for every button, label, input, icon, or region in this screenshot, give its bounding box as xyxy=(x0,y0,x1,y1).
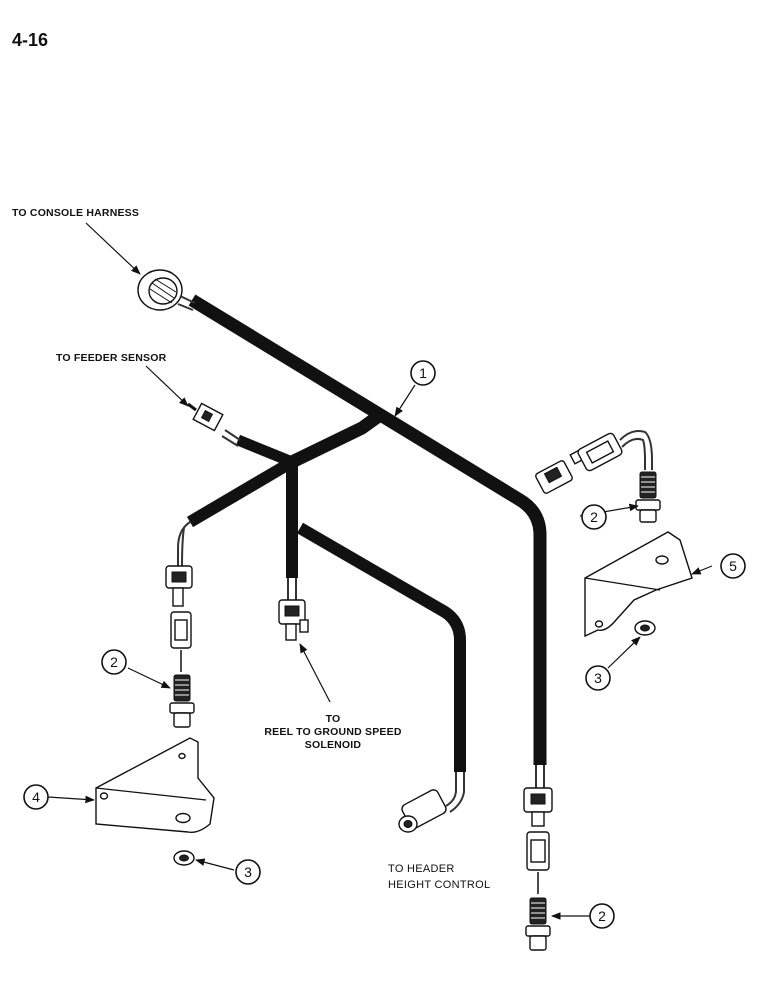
header-height-connector xyxy=(398,772,465,833)
svg-text:3: 3 xyxy=(594,670,602,686)
callout-sensor-right: 2 xyxy=(581,504,607,530)
callout-harness: 1 xyxy=(410,360,436,386)
washer-left xyxy=(173,850,195,866)
label-reel-line3: SOLENOID xyxy=(305,739,362,751)
label-reel-line1: TO xyxy=(326,713,341,725)
label-feeder-sensor: TO FEEDER SENSOR xyxy=(56,352,167,364)
label-console-harness: TO CONSOLE HARNESS xyxy=(12,207,139,219)
bracket-right xyxy=(584,531,693,638)
label-reel-line2: REEL TO GROUND SPEED xyxy=(264,726,401,738)
callout-bracket-right: 5 xyxy=(720,553,746,579)
svg-text:3: 3 xyxy=(244,864,252,880)
feeder-sensor-connector xyxy=(187,402,241,447)
bracket-left xyxy=(95,737,215,834)
svg-text:2: 2 xyxy=(598,908,606,924)
callout-sensor-bottom: 2 xyxy=(589,903,615,929)
bottom-sensor-assembly xyxy=(523,765,553,951)
callout-washer-left: 3 xyxy=(235,859,261,885)
main-harness xyxy=(186,294,547,772)
page-number: 4-16 xyxy=(12,30,48,50)
svg-text:2: 2 xyxy=(110,654,118,670)
left-sensor-assembly xyxy=(165,521,195,728)
svg-text:4: 4 xyxy=(32,789,40,805)
washer-right xyxy=(634,620,656,636)
console-connector xyxy=(137,269,196,311)
right-sensor-assembly xyxy=(535,430,661,523)
svg-text:5: 5 xyxy=(729,558,737,574)
svg-text:1: 1 xyxy=(419,365,427,381)
label-header-line1: TO HEADER xyxy=(388,863,455,875)
svg-text:2: 2 xyxy=(590,509,598,525)
label-header-line2: HEIGHT CONTROL xyxy=(388,879,490,891)
reel-solenoid-connector xyxy=(278,578,309,641)
callout-washer-right: 3 xyxy=(585,665,611,691)
callout-bracket-left: 4 xyxy=(23,784,49,810)
callout-sensor-left: 2 xyxy=(101,649,127,675)
